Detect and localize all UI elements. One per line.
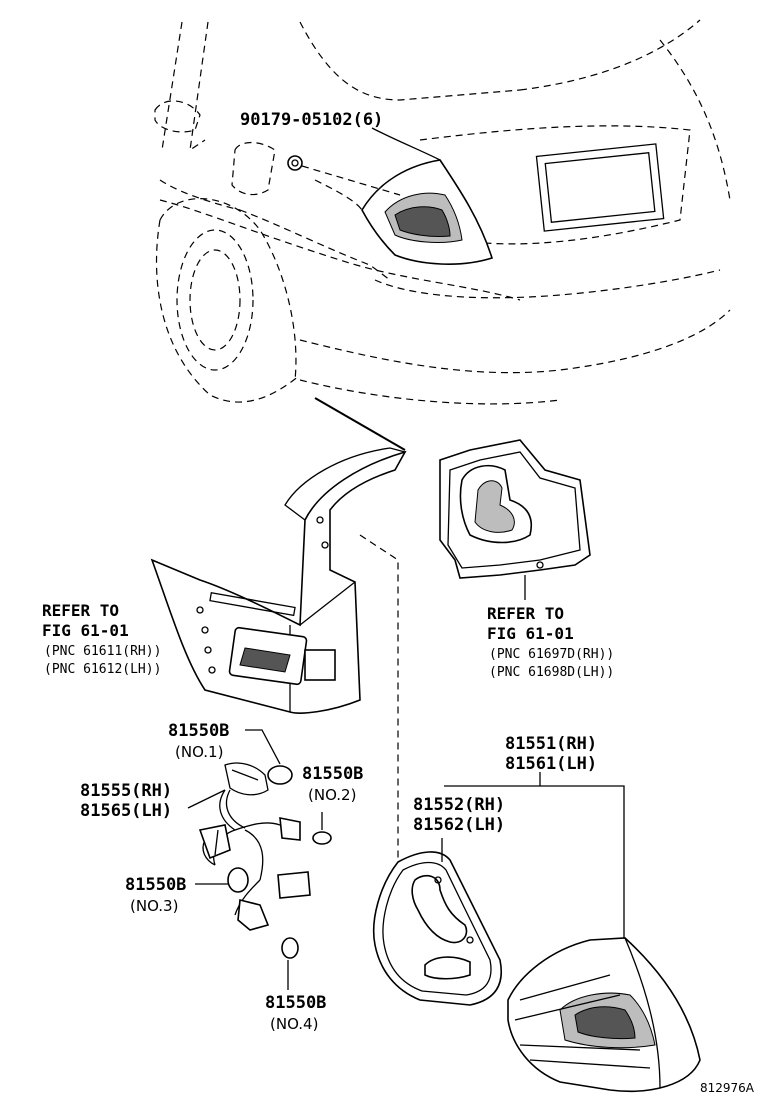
quarter-panel-icon xyxy=(150,397,407,714)
liner-icon xyxy=(439,439,591,600)
bulb-icon xyxy=(227,765,332,959)
bulb-no4-tag: (NO.4) xyxy=(270,1015,318,1033)
nut-part-number: 90179-05102(6) xyxy=(240,110,383,130)
bulb-no1-tag: (NO.1) xyxy=(175,743,223,761)
refer-right-pnc-rh: (PNC 61697D(RH)) xyxy=(489,647,614,662)
refer-left-line1: REFER TO xyxy=(42,601,119,620)
socket-icon xyxy=(198,762,311,931)
refer-left-line2: FIG 61-01 xyxy=(42,621,129,640)
lamp-lh-part-number: 81561(LH) xyxy=(505,754,597,774)
bulb-no3-tag: (NO.3) xyxy=(130,897,178,915)
socket-rh-part-number: 81555(RH) xyxy=(80,781,172,801)
gasket-lh-part-number: 81562(LH) xyxy=(413,815,505,835)
socket-lh-part-number: 81565(LH) xyxy=(80,801,172,821)
refer-right-pnc-lh: (PNC 61698D(LH)) xyxy=(489,665,614,680)
refer-right-line2: FIG 61-01 xyxy=(487,624,574,643)
lamp-rh-part-number: 81551(RH) xyxy=(505,734,597,754)
refer-left-pnc-rh: (PNC 61611(RH)) xyxy=(44,644,161,659)
gasket-rh-part-number: 81552(RH) xyxy=(413,795,505,815)
bulb-no1-part-number: 81550B xyxy=(168,721,229,741)
illustration-code: 812976A xyxy=(700,1081,755,1095)
refer-right-line1: REFER TO xyxy=(487,604,564,623)
tail-lamp-icon xyxy=(507,937,701,1093)
bulb-no2-tag: (NO.2) xyxy=(308,786,356,804)
bulb-no3-part-number: 81550B xyxy=(125,875,186,895)
bulb-no4-part-number: 81550B xyxy=(265,993,326,1013)
nut-icon xyxy=(287,155,303,171)
bulb-no2-part-number: 81550B xyxy=(302,764,363,784)
gasket-icon xyxy=(372,851,502,1006)
vehicle-rear-icon xyxy=(154,19,731,405)
refer-left-pnc-lh: (PNC 61612(LH)) xyxy=(44,662,161,677)
